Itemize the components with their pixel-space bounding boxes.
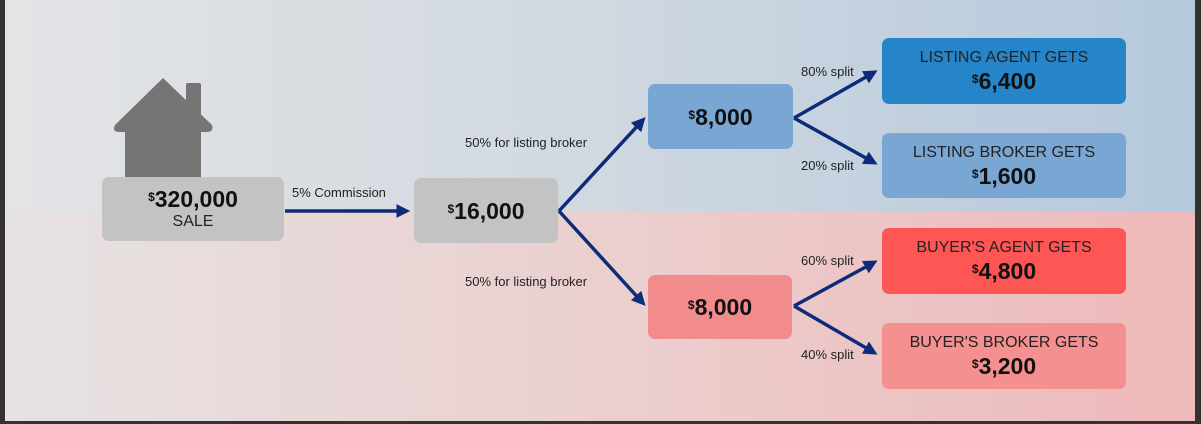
commission-label: 5% Commission [292, 185, 386, 200]
listing-broker-amount: $1,600 [971, 162, 1037, 189]
buyer-broker-amount: $3,200 [971, 353, 1037, 379]
house-icon [114, 78, 213, 177]
buyer-agent-amount: $4,800 [971, 258, 1037, 284]
arrow-to-buyer [557, 209, 646, 306]
listing-broker-box: LISTING BROKER GETS $1,600 [882, 133, 1126, 198]
buyer-broker-split: 40% split [801, 347, 854, 362]
buyer-agent-caption: BUYER'S AGENT GETS [916, 239, 1092, 256]
listing-broker-caption: LISTING BROKER GETS [912, 143, 1096, 161]
sale-box: $320,000 SALE [102, 177, 284, 241]
buyer-share-label: 50% for listing broker [465, 274, 588, 289]
listing-agent-caption: LISTING AGENT GETS [919, 49, 1089, 66]
listing-share-label: 50% for listing broker [465, 135, 588, 150]
arrow-to-buyer-agent [793, 260, 878, 308]
listing-agent-split: 80% split [801, 64, 854, 79]
commission-box: $16,000 [414, 178, 558, 243]
commission-amount: $16,000 [447, 197, 525, 224]
listing-share-box: $8,000 [648, 84, 793, 149]
arrow-to-listing [557, 117, 646, 213]
buyer-share-amount: $8,000 [687, 294, 753, 320]
buyer-agent-box: BUYER'S AGENT GETS $4,800 [882, 228, 1126, 294]
listing-broker-split: 20% split [801, 158, 854, 173]
buyer-broker-box: BUYER'S BROKER GETS $3,200 [882, 323, 1126, 389]
listing-share-amount: $8,000 [688, 103, 753, 130]
arrow-to-listing-agent [793, 70, 878, 120]
buyer-broker-caption: BUYER'S BROKER GETS [909, 334, 1099, 351]
listing-agent-box: LISTING AGENT GETS $6,400 [882, 38, 1126, 104]
arrow-to-buyer-broker [793, 304, 878, 355]
buyer-share-box: $8,000 [648, 275, 792, 339]
buyer-agent-split: 60% split [801, 253, 854, 268]
listing-agent-amount: $6,400 [971, 68, 1037, 94]
arrow-to-listing-broker [793, 116, 878, 165]
sale-amount: $320,000 [148, 186, 238, 212]
sale-caption: SALE [172, 213, 214, 230]
